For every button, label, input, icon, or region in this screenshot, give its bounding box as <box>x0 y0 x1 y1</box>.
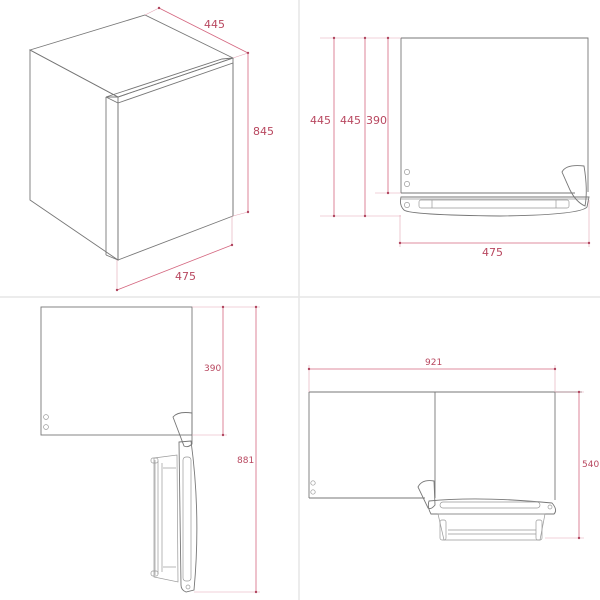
dimension-label-depth-open: 881 <box>237 456 254 466</box>
hinge-hole-icon <box>404 169 410 175</box>
dimension-label-depth-body: 445 <box>340 114 361 127</box>
dimension-label-width-open: 921 <box>425 358 442 368</box>
dimension-depth-open <box>194 305 260 594</box>
hinge-hole-icon <box>310 480 316 486</box>
dimension-label-depth-total: 445 <box>310 114 331 127</box>
dimension-label-width-closed: 475 <box>482 246 503 259</box>
dimension-label-depth-to-door: 390 <box>366 114 387 127</box>
dimension-height <box>232 53 250 217</box>
isometric-view: 445 845 475 <box>28 6 274 292</box>
side-view-closed: 445 445 390 475 <box>310 36 591 259</box>
appliance-isometric-outline <box>28 14 235 261</box>
dimension-depth-to-door <box>375 36 401 195</box>
side-view-open: 390 881 <box>40 305 260 594</box>
dimension-label-depth-to-door-open: 390 <box>204 364 221 374</box>
dimension-depth-total <box>320 36 401 218</box>
dimension-label-depth-open-top: 540 <box>582 460 599 470</box>
dimension-width-open <box>307 365 557 392</box>
top-view-open: 921 540 <box>307 358 599 541</box>
appliance-body-outline-open <box>40 306 198 593</box>
dimension-depth-to-door-open <box>192 305 227 437</box>
dimension-label-width: 475 <box>175 270 196 283</box>
hinge-hole-icon <box>43 424 49 430</box>
dimension-label-depth: 445 <box>204 18 225 31</box>
appliance-body-outline <box>399 37 590 217</box>
dimension-width <box>115 216 234 292</box>
hinge-hole-icon <box>404 181 410 187</box>
dimension-depth-open-top <box>545 390 584 540</box>
hinge-hole-icon <box>43 414 49 420</box>
dimension-depth-body <box>363 36 367 218</box>
dimension-depth <box>144 6 250 59</box>
appliance-top-outline <box>308 391 582 541</box>
dimension-width-closed <box>398 200 591 247</box>
dimension-label-height: 845 <box>253 125 274 138</box>
hinge-hole-icon <box>310 489 316 495</box>
